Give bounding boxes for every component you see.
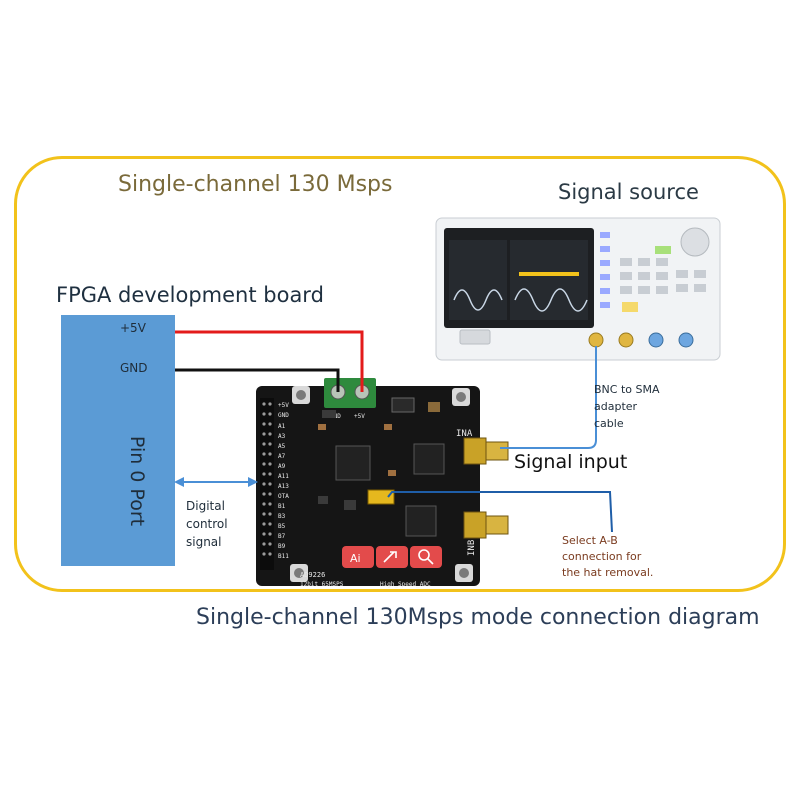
pcb-pin-label: GND [278,412,289,419]
fpga-5v-label: +5V [120,321,146,335]
pcb-pin-label: A9 [278,463,286,470]
pcb-pin-label: A3 [278,433,286,440]
pcb-pin-label: B3 [278,513,286,520]
pcb-pin-label: B1 [278,503,286,510]
pcb-pin-label: A7 [278,453,286,460]
select-ab-label: Select A-B connection for the hat remova… [562,534,654,579]
pcb-pin-label: +5V [278,402,289,409]
pcb-pin-label: B5 [278,523,286,530]
board-subtitle-left: 12bit 65MSPS [300,581,344,588]
magnifier-icon [418,549,430,561]
pcb-pin-label: OTA [278,493,289,500]
digital-control-label: Digital control signal [186,499,228,549]
pcb-pin-label: B9 [278,543,286,550]
bidirectional-arrow [174,477,258,487]
signal-source-label: Signal source [558,180,699,204]
magic-wand-icon [383,551,397,563]
signal-cable [500,346,597,449]
inb-label: INB [467,540,477,556]
fpga-gnd-label: GND [120,361,148,375]
ina-label: INA [456,429,473,439]
fpga-board-title: FPGA development board [56,283,324,307]
wire-gnd [175,368,340,392]
signal-input-label: Signal input [514,451,628,473]
diagram-caption: Single-channel 130Msps mode connection d… [196,605,760,630]
pcb-pin-label: A11 [278,473,289,480]
pcb-pin-label: A13 [278,483,289,490]
pcb-pin-label: B11 [278,553,289,560]
signal-generator [435,217,721,361]
wire-5v [175,330,364,392]
board-subtitle-right: High_Speed_ADC [380,581,431,588]
pcb-pin-label: B7 [278,533,286,540]
diagram-title: Single-channel 130 Msps [118,172,393,197]
adc-board: +5V GND A1 A3 A5 A7 A9 A11 A13 OTA B1 B3… [256,378,509,588]
ai-icon: Ai [350,552,361,565]
bnc-cable-label: BNC to SMA adapter cable [594,383,660,430]
pcb-pin-label: A5 [278,443,286,450]
select-line [387,491,613,533]
board-model-label: AD9226 [300,571,325,579]
terminal-5v-label: +5V [354,413,365,420]
diagram-frame [14,156,786,592]
fpga-board [61,315,175,566]
pcb-pin-label: A1 [278,423,286,430]
